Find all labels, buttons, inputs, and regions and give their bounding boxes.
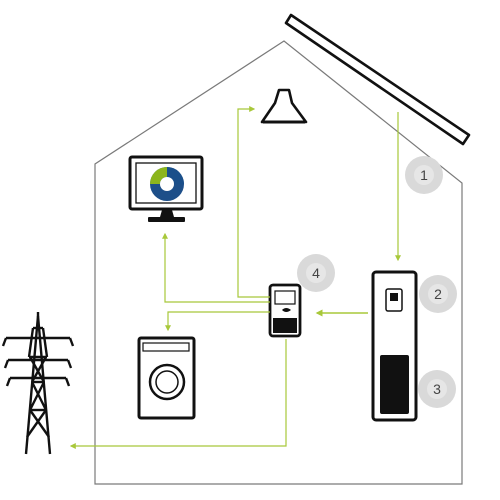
energy-flows [69,106,401,449]
badge-4: 4 [297,254,335,292]
badge-4-label: 4 [312,265,320,281]
badge-2-label: 2 [434,286,442,302]
television-icon [128,155,204,222]
flow-meter-to-lamp [237,106,270,298]
badge-3: 3 [418,370,456,408]
badge-3-label: 3 [433,381,441,397]
flow-meter-to-washer [165,311,270,332]
ceiling-lamp-icon [260,88,308,124]
flow-meter-to-tv [162,232,270,303]
tv-screen-logo [150,167,184,201]
energy-meter-icon [268,283,302,338]
house-outline [94,40,463,485]
battery-storage-icon [371,270,418,422]
flow-meter-to-grid [69,339,287,449]
badge-1: 1 [405,156,443,194]
power-pylon-icon [1,312,75,455]
washing-machine-icon [137,336,196,420]
badge-1-label: 1 [420,167,428,183]
solar-panel-icon [284,13,471,146]
badge-2: 2 [419,275,457,313]
